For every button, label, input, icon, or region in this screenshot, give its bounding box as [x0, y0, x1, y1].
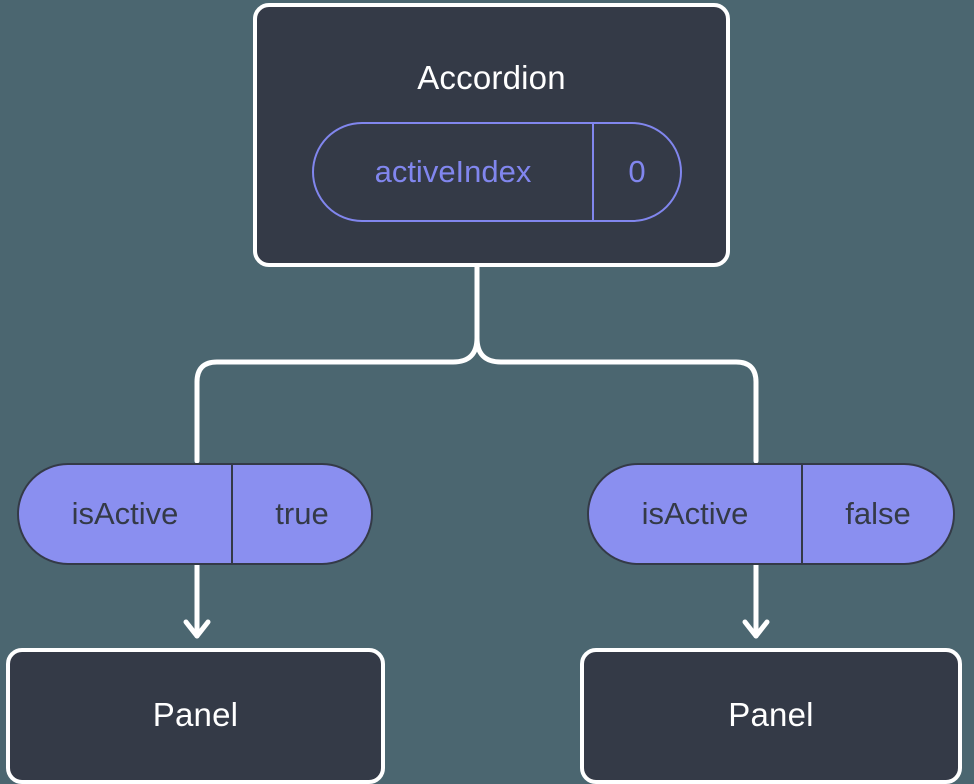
accordion-state-key: activeIndex: [314, 124, 594, 220]
arrow-head-left: [183, 619, 211, 639]
accordion-state-value: 0: [628, 154, 646, 189]
accordion-state-pill[interactable]: activeIndex 0: [312, 122, 682, 222]
prop-value-left: true: [275, 496, 329, 531]
prop-value-right: false: [845, 496, 911, 531]
prop-key-right: isActive: [589, 465, 803, 563]
prop-pill-is-active-true[interactable]: isActive true: [17, 463, 373, 565]
panel-node-left[interactable]: Panel: [6, 648, 385, 784]
prop-pill-is-active-false[interactable]: isActive false: [587, 463, 955, 565]
arrow-head-right: [742, 619, 770, 639]
panel-node-right[interactable]: Panel: [580, 648, 962, 784]
prop-key-left: isActive: [19, 465, 233, 563]
accordion-node-title: Accordion: [417, 59, 566, 96]
connector-branch-right: [474, 335, 759, 464]
panel-node-right-title: Panel: [728, 696, 814, 733]
accordion-node[interactable]: Accordion activeIndex 0: [253, 3, 730, 267]
connector-branch-left: [194, 335, 480, 464]
panel-node-left-title: Panel: [152, 696, 239, 733]
